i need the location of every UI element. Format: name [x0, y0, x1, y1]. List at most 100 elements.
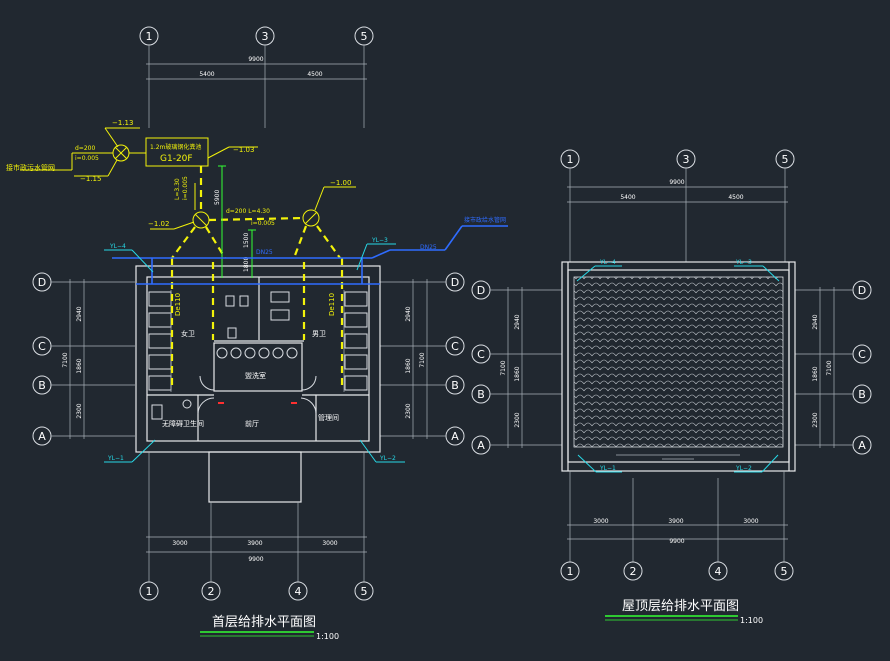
- axis-label: B: [38, 379, 46, 392]
- pipe-d-label: d=200 L=4.30: [226, 208, 270, 215]
- dn-label: DN25: [256, 249, 273, 256]
- axis-label: 3: [683, 153, 690, 166]
- axis-label: C: [451, 340, 459, 353]
- vert-dim: 5900: [214, 190, 221, 205]
- left-title: 首层给排水平面图 1:100: [200, 615, 339, 641]
- dim-part: 1860: [76, 358, 83, 373]
- dim-total: 9900: [669, 179, 684, 186]
- left-building: [135, 265, 381, 503]
- elev-label: −1.03: [233, 146, 254, 154]
- dim-part: 3000: [172, 540, 187, 547]
- right-axis-side: D C B A D C B A 7100 2940 1860 2300 2940: [471, 280, 872, 455]
- pipe-d-label: d=200: [75, 145, 95, 152]
- axis-label: C: [38, 340, 46, 353]
- dim-part: 3000: [322, 540, 337, 547]
- dn-label: DN25: [420, 244, 437, 251]
- axis-label: B: [858, 388, 866, 401]
- plan-scale: 1:100: [740, 616, 763, 625]
- right-roof: [561, 261, 796, 472]
- dim-total: 7100: [826, 360, 833, 375]
- axis-label: A: [451, 430, 459, 443]
- axis-label: 2: [208, 585, 215, 598]
- manhole-icon: [302, 209, 320, 227]
- left-dim-bottom: 3000 3900 3000 9900 1 2 4 5: [139, 452, 374, 601]
- left-plan: 1 3 5 9900 5400 4500 D C B A D C B A: [6, 26, 508, 641]
- room-label-lounge: 盥洗室: [245, 371, 266, 380]
- axis-label: A: [858, 439, 866, 452]
- dim-total: 9900: [248, 56, 263, 63]
- axis-label: B: [451, 379, 459, 392]
- dim-part: 3900: [247, 540, 262, 547]
- left-green-dim: [218, 165, 256, 278]
- axis-label: D: [477, 284, 485, 297]
- dim-part: 3900: [668, 518, 683, 525]
- axis-label: 1: [567, 153, 574, 166]
- dim-part: 1860: [405, 358, 412, 373]
- dim-total: 9900: [248, 556, 263, 563]
- tag-yl3: YL−3: [735, 259, 752, 266]
- dim-total: 7100: [500, 360, 507, 375]
- left-dim-top: 9900 5400 4500: [146, 56, 367, 80]
- septic-label: 1.2m玻璃钢化粪池: [150, 143, 201, 151]
- dim-part: 3000: [743, 518, 758, 525]
- elev-label: −1.00: [330, 179, 351, 187]
- axis-label: 4: [715, 565, 722, 578]
- dim-part: 5400: [199, 71, 214, 78]
- left-drainage: 1.2m玻璃钢化粪池 G1-20F: [6, 119, 356, 385]
- dim-part: 2300: [405, 403, 412, 418]
- left-axis-side: D C B A D C B A 7100 2940 1860 2300 2940: [32, 272, 465, 446]
- dim-part: 1860: [812, 366, 819, 381]
- de-label: De110: [328, 293, 336, 316]
- dim-part: 2940: [405, 306, 412, 321]
- dim-part: 2300: [812, 412, 819, 427]
- tag-yl2: YL−2: [735, 465, 752, 472]
- de-label: De110: [174, 293, 182, 316]
- dim-part: 2300: [514, 412, 521, 427]
- room-label-womens: 女卫: [181, 329, 195, 338]
- pipe-i-label: i=0.005: [251, 220, 275, 227]
- room-label-hall: 前厅: [245, 419, 259, 428]
- tag-yl2: YL−2: [379, 455, 396, 462]
- left-axis-top: 1 3 5: [139, 26, 374, 128]
- left-yl-tags: YL−4 YL−3 YL−1 YL−2: [104, 237, 405, 463]
- main-pipe-label: 接市政给水管网: [464, 216, 506, 224]
- elev-label: −1.15: [80, 175, 101, 183]
- dim-part: 2300: [76, 403, 83, 418]
- left-blue-pipe: 接市政给水管网 DN25 DN25: [112, 216, 508, 285]
- axis-label: 5: [781, 565, 788, 578]
- axis-label: C: [477, 348, 485, 361]
- dim-part: 4500: [307, 71, 322, 78]
- axis-label: 5: [782, 153, 789, 166]
- dim-part: 1860: [514, 366, 521, 381]
- vert-label: i=0.005: [182, 176, 189, 200]
- plan-title: 首层给排水平面图: [212, 615, 316, 630]
- dim-total: 9900: [669, 538, 684, 545]
- axis-label: 5: [361, 30, 368, 43]
- axis-label: 1: [146, 585, 153, 598]
- room-label-mgmt: 管理间: [318, 413, 339, 422]
- dim-total: 7100: [419, 352, 426, 367]
- right-title: 屋顶层给排水平面图 1:100: [605, 599, 763, 625]
- axis-label: A: [477, 439, 485, 452]
- axis-label: D: [451, 276, 459, 289]
- dim-total: 7100: [62, 352, 69, 367]
- right-dim-bottom: 3000 3900 3000 9900 1 2 4 5: [560, 471, 794, 581]
- elev-label: −1.13: [112, 119, 133, 127]
- axis-label: B: [477, 388, 485, 401]
- septic-tank-box: [145, 137, 209, 167]
- right-axis-top: 1 3 5 9900 5400 4500: [560, 149, 795, 262]
- septic-model: G1-20F: [160, 154, 193, 164]
- axis-label: A: [38, 430, 46, 443]
- axis-label: 1: [567, 565, 574, 578]
- elev-label: −1.02: [148, 220, 169, 228]
- axis-label: D: [38, 276, 46, 289]
- dim-part: 2940: [514, 314, 521, 329]
- tag-yl1: YL−1: [599, 465, 616, 472]
- tag-yl1: YL−1: [107, 455, 124, 462]
- plan-scale: 1:100: [316, 632, 339, 641]
- axis-label: 2: [630, 565, 637, 578]
- city-drain-label: 接市政污水管网: [6, 163, 55, 172]
- plan-title: 屋顶层给排水平面图: [622, 599, 739, 614]
- axis-label: D: [858, 284, 866, 297]
